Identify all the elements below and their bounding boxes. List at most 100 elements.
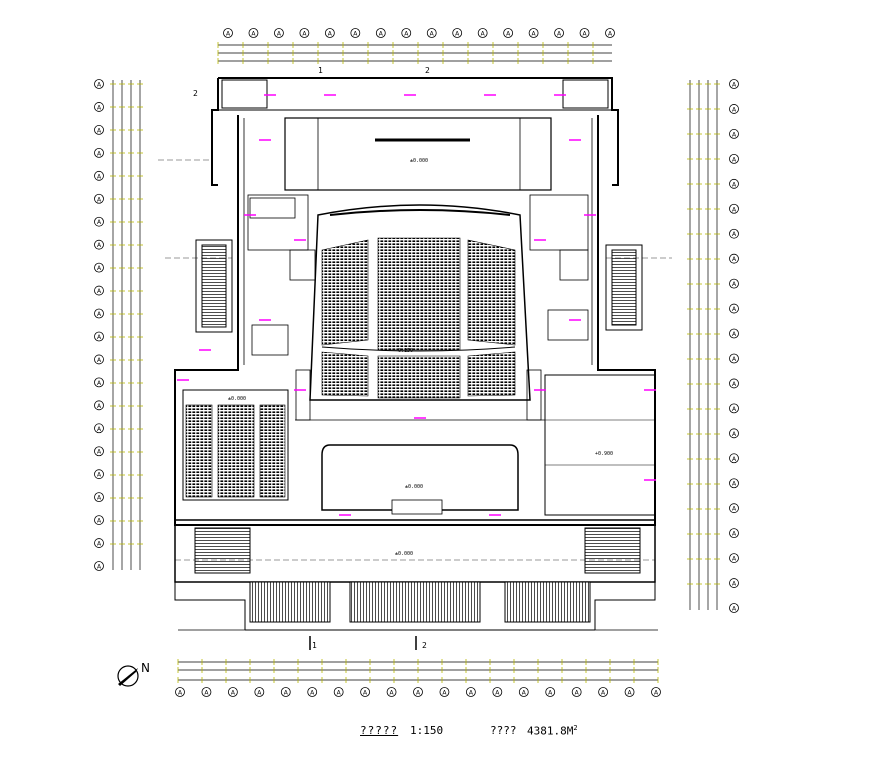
grid-bubble-label: A — [732, 356, 737, 363]
grid-bubble-label: A — [363, 690, 368, 697]
grid-bubble — [729, 503, 739, 514]
grid-bubble-label: A — [97, 173, 102, 180]
grid-bubble — [729, 303, 739, 314]
grid-bubble — [729, 178, 739, 189]
grid-bubble-label: A — [97, 495, 102, 502]
grid-bubble — [386, 687, 397, 697]
grid-bubble — [324, 28, 335, 38]
seating-block-left — [321, 239, 369, 346]
grid-bubble — [223, 28, 233, 38]
grid-bubble-label: A — [226, 31, 231, 38]
grid-bubble-label: A — [97, 357, 102, 364]
grid-bubble-label: A — [732, 131, 737, 138]
auditorium — [309, 204, 531, 401]
grid-bubble-label: A — [97, 564, 102, 571]
building-outline — [174, 77, 656, 631]
section-mark: 1 — [312, 641, 317, 650]
grid-bubble — [729, 428, 739, 439]
grid-bubble-label: A — [284, 690, 289, 697]
grid-bubble — [94, 469, 104, 480]
grid-bubble — [729, 79, 739, 89]
grid-bubble — [94, 538, 104, 548]
entrance-stairs — [194, 527, 641, 623]
grid-bubble-label: A — [97, 265, 102, 272]
grid-bubble-label: A — [97, 127, 102, 134]
grid-bubble-label: A — [582, 31, 587, 38]
grid-bubble — [254, 687, 265, 697]
area-number: 4381.8M — [527, 724, 574, 738]
grid-bubble — [94, 285, 104, 296]
grid-bubble — [729, 104, 739, 114]
service-rooms — [249, 197, 589, 421]
grid-bubble — [729, 328, 739, 339]
grid-bubble — [94, 102, 104, 112]
grid-bubble-label: A — [328, 31, 333, 38]
grid-bubble-label: A — [469, 690, 474, 697]
grid-bubble — [299, 28, 310, 38]
level-tag: ±0.000 — [395, 551, 413, 557]
grid-bubble — [598, 687, 609, 697]
grid-bubble-label: A — [506, 31, 511, 38]
grid-bubble-label: A — [608, 31, 613, 38]
grid-bubble-label: A — [628, 690, 633, 697]
grid-bubble-label: A — [416, 690, 421, 697]
grid-bubble-label: A — [97, 403, 102, 410]
grid-bubble — [729, 403, 739, 414]
side-stair-right — [605, 244, 643, 331]
section-mark: 2 — [422, 641, 427, 650]
grid-bubble — [554, 28, 564, 38]
grid-bubble-label: A — [654, 690, 659, 697]
grid-bubble-label: A — [310, 690, 315, 697]
grid-bubble — [280, 687, 291, 697]
grid-bubble — [545, 687, 556, 697]
grid-bubble-label: A — [732, 206, 737, 213]
left-dimension-column — [110, 80, 143, 570]
grid-bubble-label: A — [732, 256, 737, 263]
grid-bubble-label: A — [97, 150, 102, 157]
grid-bubble-label: A — [97, 219, 102, 226]
grid-bubble-label: A — [732, 431, 737, 438]
grid-bubble — [729, 603, 739, 613]
grid-bubble — [94, 331, 104, 342]
grid-bubble-label: A — [732, 506, 737, 513]
grid-bubble — [729, 253, 739, 264]
grid-bubble — [94, 193, 104, 204]
floor-plan-drawing: A A A A A A A A A A A A A A A A A A A A A A A A A A A A A A A A A A A A A A… — [94, 28, 739, 697]
grid-bubble-label: A — [430, 31, 435, 38]
grid-bubble-label: A — [732, 381, 737, 388]
grid-bubble — [94, 561, 104, 571]
grid-bubble — [94, 147, 104, 158]
grid-bubble — [201, 687, 212, 697]
grid-bubble-label: A — [732, 82, 737, 89]
magenta-annotations — [177, 94, 656, 516]
grid-bubble — [465, 687, 476, 697]
grid-bubble — [94, 308, 104, 319]
grid-bubble — [413, 687, 423, 697]
section-marks: 1 2 2 1 2 — [193, 66, 430, 650]
grid-bubble — [729, 453, 739, 464]
grid-bubble — [401, 28, 412, 38]
grid-bubble — [350, 28, 361, 38]
grid-bubble — [333, 687, 344, 697]
room-level-tags: ±0.000 ±0.000 -0.150 +0.900 ±0.000 ±0.00… — [228, 158, 613, 557]
grid-bubble-label: A — [231, 690, 236, 697]
grid-bubble-label: A — [732, 581, 737, 588]
grid-bubble-label: A — [97, 196, 102, 203]
north-label: N — [141, 661, 150, 675]
grid-bubble-label: A — [97, 541, 102, 548]
grid-bubble-label: A — [532, 31, 537, 38]
level-tag: ±0.000 — [228, 396, 246, 402]
seating-block-right — [467, 239, 516, 346]
grid-bubble-label: A — [97, 82, 102, 89]
foyer — [295, 419, 545, 515]
grid-bubble — [729, 153, 739, 164]
grid-bubble — [729, 528, 739, 539]
grid-bubble-label: A — [277, 31, 282, 38]
grid-bubble-label: A — [481, 31, 486, 38]
level-tag: ±0.000 — [405, 484, 423, 490]
area-value: 4381.8M2 — [527, 724, 578, 738]
grid-bubble-label: A — [522, 690, 527, 697]
